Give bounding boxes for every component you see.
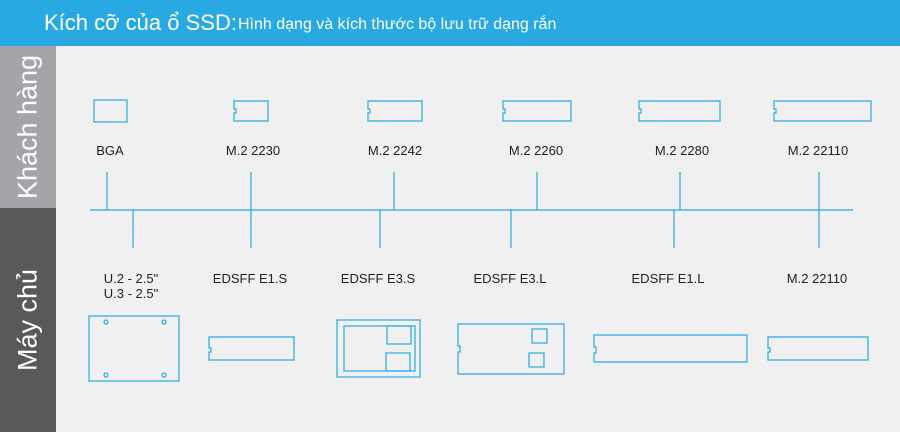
client-label-m2-2242: M.2 2242: [367, 143, 423, 158]
edsff-e3s-chip: [385, 352, 411, 372]
server-label-u2: U.2 - 2.5" U.3 - 2.5": [104, 271, 158, 301]
client-label-m2-22110: M.2 22110: [787, 143, 849, 158]
m2-2260-shape: [502, 100, 572, 122]
m2-2242-shape: [367, 100, 423, 122]
u2-screw-hole: [103, 319, 109, 325]
u2-screw-hole: [161, 372, 167, 378]
u2-screw-hole: [161, 319, 167, 325]
sidebar-client: Khách hàng: [0, 46, 56, 208]
server-label-u3-line2: U.3 - 2.5": [103, 286, 159, 301]
edsff-e3l-chip: [528, 352, 545, 368]
edsff-e3s-shape: [336, 319, 421, 378]
u2-shape: [88, 315, 180, 382]
client-label-m2-2280: M.2 2280: [654, 143, 710, 158]
header-bar: Kích cỡ của ổ SSD: Hình dạng và kích thư…: [0, 0, 900, 46]
client-label-bga: BGA: [96, 143, 124, 158]
title-subtitle: Hình dạng và kích thước bộ lưu trữ dạng …: [238, 16, 557, 33]
server-label-e3l: EDSFF E3.L: [473, 271, 547, 286]
edsff-e1s-shape: [208, 336, 295, 361]
m2-2280-shape: [638, 100, 721, 122]
server-label-e3s: EDSFF E3.S: [340, 271, 416, 286]
client-label-m2-2230: M.2 2230: [225, 143, 281, 158]
server-label-e1s: EDSFF E1.S: [212, 271, 288, 286]
edsff-e3s-chip: [386, 325, 412, 345]
sidebar-server: Máy chủ: [0, 208, 56, 432]
edsff-e3l-shape: [457, 323, 565, 375]
server-label-m2-22110: M.2 22110: [786, 271, 848, 286]
bga-shape: [93, 99, 128, 123]
u2-screw-hole: [103, 372, 109, 378]
server-label-u2-line1: U.2 - 2.5": [103, 271, 159, 286]
edsff-e3l-chip: [531, 328, 548, 344]
edsff-e1l-shape: [593, 334, 748, 363]
client-label-m2-2260: M.2 2260: [508, 143, 564, 158]
m2-2230-shape: [233, 100, 269, 122]
m2-22110-shape: [773, 100, 872, 122]
edsff-e3s-inner: [343, 325, 416, 372]
server-label-e1l: EDSFF E1.L: [631, 271, 705, 286]
server-m2-22110-shape: [767, 336, 869, 361]
title-main: Kích cỡ của ổ SSD:: [44, 10, 237, 35]
